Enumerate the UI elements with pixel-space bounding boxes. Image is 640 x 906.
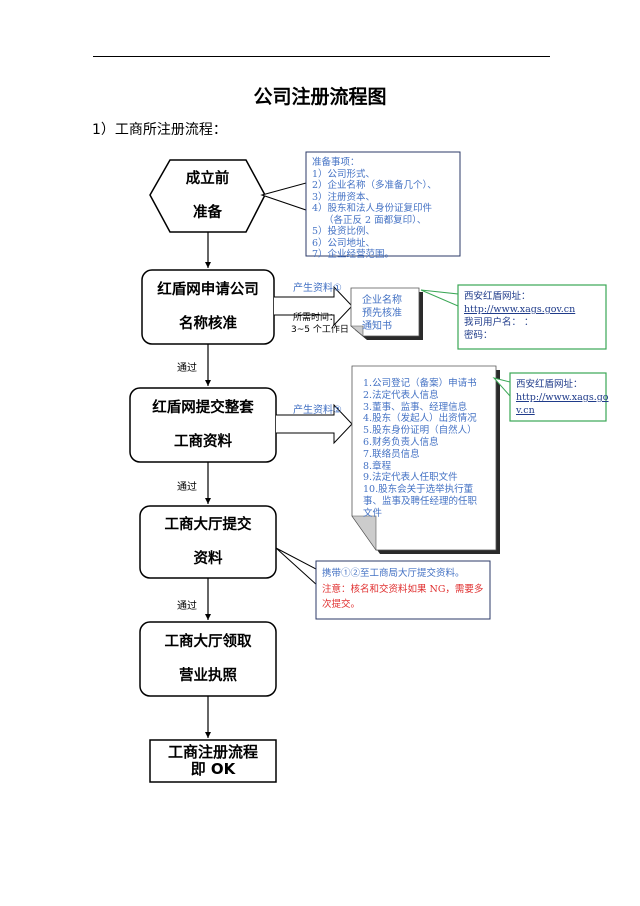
prep-note-heading: 准备事项：: [312, 157, 360, 168]
edge-passed-1: 通过: [177, 363, 197, 374]
site2-label: 西安红盾网址：: [516, 379, 583, 390]
start-node-shape: [149, 159, 266, 233]
end-node-shape: [149, 739, 277, 783]
site1-label: 西安红盾网址：: [464, 291, 531, 302]
step2-node-line1: 红盾网提交整套: [152, 400, 254, 416]
step1-node-line1: 红盾网申请公司: [157, 282, 259, 298]
step1-node: 红盾网申请公司 名称核准: [142, 270, 274, 344]
start-node-line2: 准备: [193, 205, 222, 221]
time-value: 3~5 个工作日: [291, 325, 349, 335]
doc2-item: 1.公司登记（备案）申请书: [363, 378, 477, 389]
doc2-item: 7.联络员信息: [363, 448, 420, 460]
prep-note-item: 6）公司地址、: [312, 237, 376, 249]
site2-url-link-2[interactable]: v.cn: [516, 405, 535, 416]
doc2-item: 事、监事及聘任经理的任职: [363, 495, 478, 507]
doc2-item: 文件: [363, 507, 383, 519]
start-node: 成立前 准备: [150, 160, 265, 232]
step4-node-line2: 营业执照: [179, 668, 237, 684]
carry-note: 携带①②至工商局大厅提交资料。 注意：核名和交资料如果 NG，需要多 次提交。: [322, 566, 488, 613]
carry-note-warning-cont: 次提交。: [322, 599, 361, 610]
end-node-line1: 工商注册流程: [167, 743, 258, 761]
doc1-line: 预先核准: [362, 308, 402, 319]
prep-note-item: 1）公司形式、: [312, 168, 376, 180]
header-rule: [93, 56, 550, 57]
doc1-fold: [350, 325, 364, 337]
end-node: 工商注册流程 即 OK: [150, 740, 276, 782]
site1-url-link[interactable]: http://www.xags.gov.cn: [464, 304, 576, 315]
step3-node-line2: 资料: [193, 551, 223, 567]
step2-node: 红盾网提交整套 工商资料: [130, 388, 276, 462]
doc2-item: 6.财务负责人信息: [363, 436, 439, 448]
step4-node-shape: [139, 621, 277, 697]
doc2-card: [351, 365, 497, 551]
site1-password: 密码：: [464, 330, 493, 341]
prep-note-item: 4）股东和法人身份证复印件: [312, 203, 433, 214]
doc1-note: 企业名称 预先核准 通知书: [362, 294, 418, 333]
prep-note-box: [305, 151, 461, 257]
site1-user: 我司用户名： ：: [464, 317, 534, 328]
time-label: 所需时间：: [293, 313, 339, 323]
step3-node: 工商大厅提交 资料: [140, 506, 276, 578]
step3-node-line1: 工商大厅提交: [164, 517, 252, 533]
doc2-item: 5.股东身份证明（自然人）: [363, 425, 477, 437]
prep-note-item: 7）企业经营范围。: [312, 249, 395, 260]
doc2-item: 9.法定代表人任职文件: [363, 472, 458, 484]
doc2-item: 8.章程: [363, 460, 392, 472]
step2-node-line2: 工商资料: [174, 434, 232, 450]
doc2-fold: [351, 515, 377, 551]
page-title: 公司注册流程图: [253, 86, 387, 108]
site2-note: 西安红盾网址： http://www.xags.go v.cn: [516, 378, 609, 417]
step1-node-line2: 名称核准: [179, 316, 237, 332]
carry-note-box: [315, 560, 491, 620]
prep-callout-pointer: [260, 182, 307, 211]
site2-box: [509, 372, 607, 422]
edge-material-1: 产生资料①: [293, 283, 342, 294]
prep-note-item: 2）企业名称（多准备几个）、: [312, 180, 437, 191]
prep-note-item: 5）投资比例、: [312, 226, 376, 237]
site1-note: 西安红盾网址： http://www.xags.gov.cn 我司用户名： ： …: [464, 290, 604, 342]
prep-note-item: （各正反 2 面都复印）、: [324, 214, 427, 226]
edge-material-2: 产生资料②: [293, 405, 342, 416]
doc1-card: [350, 287, 420, 337]
edge-passed-2: 通过: [177, 482, 197, 493]
carry-note-line1: 携带①②至工商局大厅提交资料。: [322, 568, 465, 579]
end-node-line2: 即 OK: [190, 760, 236, 778]
step4-node-line1: 工商大厅领取: [164, 634, 252, 650]
doc1-line: 通知书: [362, 321, 392, 332]
step3-node-shape: [139, 505, 277, 579]
doc2-item: 2.法定代表人信息: [363, 389, 439, 401]
prep-note-item: 3）注册资本、: [312, 191, 376, 203]
doc2-item: 3.董事、监事、经理信息: [363, 401, 468, 413]
doc1-line: 企业名称: [362, 295, 402, 306]
section-subtitle: 1）工商所注册流程：: [92, 122, 227, 138]
doc2-note: 1.公司登记（备案）申请书 2.法定代表人信息 3.董事、监事、经理信息 4.股…: [363, 378, 495, 520]
start-node-line1: 成立前: [185, 171, 230, 187]
carry-note-warning: 注意：核名和交资料如果 NG，需要多: [322, 583, 484, 595]
prep-note: 准备事项： 1）公司形式、 2）企业名称（多准备几个）、 3）注册资本、 4）股…: [312, 157, 458, 261]
site1-pointer: [420, 289, 459, 307]
site2-url-link-1[interactable]: http://www.xags.go: [516, 392, 609, 403]
carry-callout-pointer: [275, 547, 319, 588]
doc2-item: 10.股东会关于选举执行董: [363, 484, 474, 496]
step4-node: 工商大厅领取 营业执照: [140, 622, 276, 696]
doc2-item: 4.股东（发起人）出资情况: [363, 413, 477, 425]
edge-passed-3: 通过: [177, 601, 197, 612]
site1-box: [457, 284, 607, 350]
